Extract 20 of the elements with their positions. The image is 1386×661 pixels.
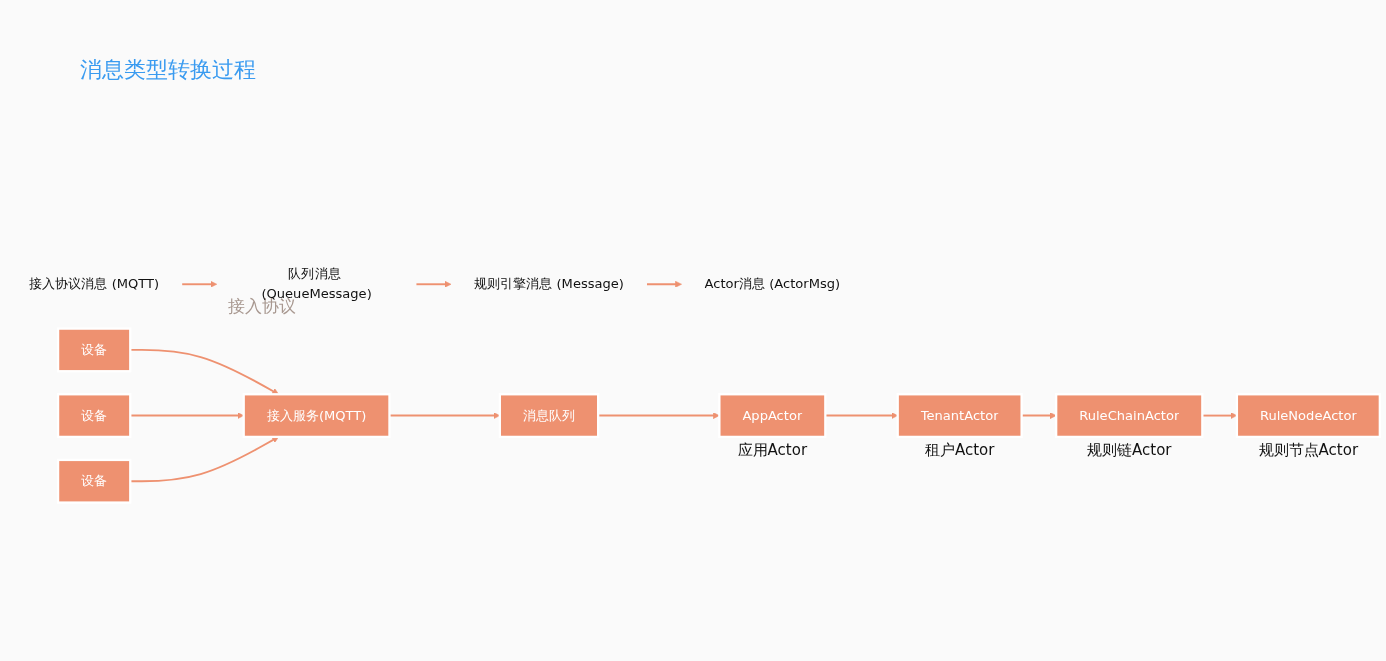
node-caption: 规则节点Actor [1258,440,1359,460]
node-box: 设备 [56,392,132,438]
node-box: 设备 [56,327,132,372]
node-text: 接入协议消息 (MQTT) [29,275,160,291]
node-box: RuleNodeActor [1235,392,1381,438]
arrow [181,280,218,288]
node-caption: 应用Actor [737,440,808,460]
node-box: RuleChainActor [1055,392,1204,438]
node-caption: 租户Actor [924,440,995,460]
node-box: 设备 [56,458,132,504]
node-box: AppActor [718,392,827,438]
arrow [415,280,452,288]
node-text: 规则引擎消息 (Message) [474,275,624,291]
diagram-title: 消息类型转换过程 [80,56,256,84]
node-text: Actor消息 (ActorMsg) [704,275,841,291]
node-box: TenantActor [896,392,1023,438]
node-caption: 规则链Actor [1087,440,1172,460]
node-box: 消息队列 [498,392,600,438]
node-box: 接入服务(MQTT) [242,392,391,438]
arrow [646,280,682,288]
